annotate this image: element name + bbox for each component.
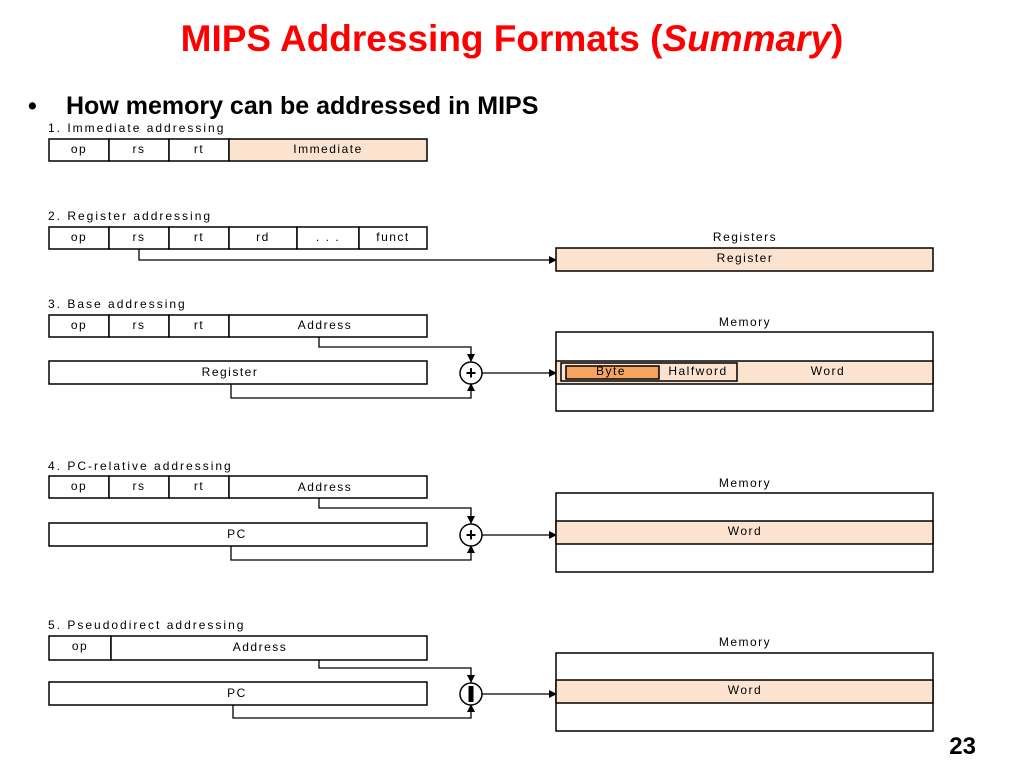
halfword-label: Halfword	[668, 364, 727, 378]
field-rt-label: rt	[194, 230, 204, 244]
field-shamt-label: . . .	[316, 230, 340, 244]
field-rt-label: rt	[194, 142, 204, 156]
immediate-instruction: op rs rt Immediate	[48, 138, 428, 162]
field-address	[228, 475, 428, 499]
field-rs-label: rs	[133, 318, 146, 332]
base-register-box	[48, 360, 428, 385]
pc-label: PC	[227, 686, 247, 700]
memory-word-row	[555, 679, 934, 704]
field-address-label: Address	[233, 640, 288, 654]
mode-label-register: 2. Register addressing	[48, 209, 213, 223]
address-to-concat-arrow	[318, 660, 475, 683]
title-end: )	[831, 18, 844, 59]
field-op	[48, 635, 112, 661]
field-op-label: op	[72, 639, 88, 653]
mode-label-pseudodirect: 5. Pseudodirect addressing	[48, 618, 246, 632]
field-address	[110, 635, 428, 661]
field-address-label: Address	[298, 318, 353, 332]
word-label: Word	[728, 524, 762, 538]
field-immediate-label: Immediate	[293, 142, 363, 156]
rs-to-register-arrow	[138, 249, 557, 264]
field-address-label: Address	[298, 480, 353, 494]
title-emphasis: Summary	[662, 18, 832, 59]
field-op-label: op	[71, 142, 87, 156]
subtitle: How memory can be addressed in MIPS	[66, 92, 539, 120]
pc-box	[48, 681, 428, 706]
field-rd-label: rd	[256, 230, 270, 244]
field-op-label: op	[71, 479, 87, 493]
pc-relative-instruction: op rs rt Address	[48, 475, 428, 499]
field-op-label: op	[71, 318, 87, 332]
field-funct	[358, 226, 428, 250]
offset-to-adder-arrow	[318, 498, 475, 524]
register-instruction: op rs rt rd . . . funct	[48, 226, 428, 250]
memory-title: Memory	[719, 476, 771, 490]
register-to-adder-arrow	[230, 383, 475, 399]
field-address	[228, 314, 428, 338]
memory-word-row	[555, 520, 934, 545]
field-rt-label: rt	[194, 318, 204, 332]
register-box-label: Register	[717, 251, 774, 265]
registers-title: Registers	[713, 230, 777, 244]
adder-plus-sign: +	[466, 525, 477, 545]
pc-label: PC	[227, 527, 247, 541]
field-immediate	[228, 138, 428, 162]
mode-label-pc-relative: 4. PC-relative addressing	[48, 459, 233, 473]
base-instruction: op rs rt Address	[48, 314, 428, 338]
pc-to-concat-arrow	[232, 704, 475, 719]
page-number: 23	[949, 733, 976, 760]
mode-label-base: 3. Base addressing	[48, 297, 187, 311]
pseudodirect-instruction: op Address	[48, 635, 428, 661]
title-main: MIPS Addressing Formats (	[180, 18, 663, 59]
memory-title: Memory	[719, 635, 771, 649]
byte-cell	[565, 365, 660, 380]
field-funct-label: funct	[376, 230, 410, 244]
pc-box	[48, 522, 428, 547]
word-label: Word	[728, 683, 762, 697]
adder-plus-sign: +	[466, 363, 477, 383]
field-rs-label: rs	[133, 230, 146, 244]
field-rs-label: rs	[133, 142, 146, 156]
memory-title: Memory	[719, 315, 771, 329]
word-label: Word	[811, 364, 845, 378]
halfword-cell	[560, 362, 738, 382]
offset-to-adder-arrow	[318, 337, 475, 362]
slide-title: MIPS Addressing Formats (Summary)	[0, 18, 1024, 60]
mode-label-immediate: 1. Immediate addressing	[48, 121, 226, 135]
subtitle-row: • How memory can be addressed in MIPS	[28, 92, 538, 121]
register-file-box	[555, 247, 934, 272]
concat-bar-icon	[468, 686, 474, 702]
base-register-label: Register	[202, 365, 259, 379]
byte-label: Byte	[596, 364, 626, 378]
bullet-point: •	[28, 92, 37, 120]
field-op-label: op	[71, 230, 87, 244]
pc-to-adder-arrow	[230, 545, 475, 561]
field-rs-label: rs	[133, 479, 146, 493]
field-rt-label: rt	[194, 479, 204, 493]
